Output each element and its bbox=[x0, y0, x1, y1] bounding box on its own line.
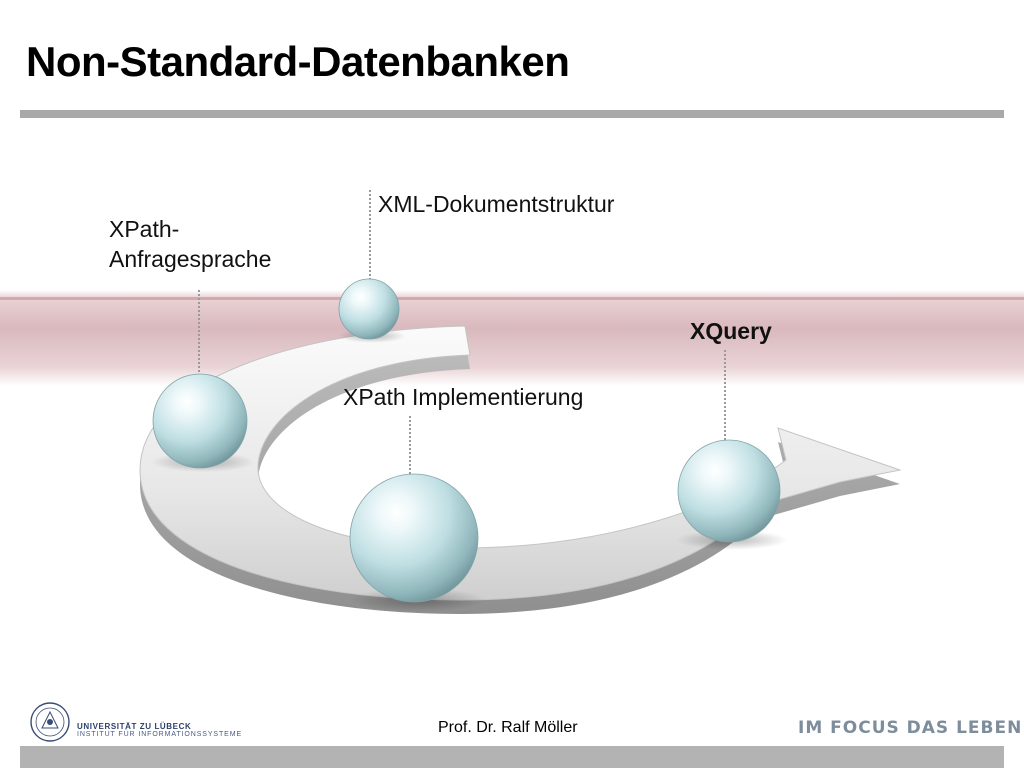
sphere-xquery bbox=[677, 439, 781, 543]
slogan: IM FOCUS DAS LEBEN bbox=[798, 718, 1023, 738]
label-xpath-implementierung: XPath Implementierung bbox=[343, 384, 584, 410]
footer-bar bbox=[20, 746, 1004, 768]
slide-title: Non-Standard-Datenbanken bbox=[26, 38, 570, 85]
label-xpath-anfragesprache: XPath- Anfragesprache bbox=[109, 216, 272, 272]
label-xml-dokumentstruktur: XML-Dokumentstruktur bbox=[378, 191, 615, 217]
institute-name: INSTITUT FÜR INFORMATIONSSYSTEME bbox=[77, 731, 243, 738]
sphere-xpath-lang bbox=[152, 373, 248, 469]
sphere-xml bbox=[338, 278, 400, 340]
background-band bbox=[0, 290, 1024, 386]
university-seal-icon bbox=[30, 702, 70, 742]
band-top-line bbox=[0, 297, 1024, 300]
university-name: UNIVERSITÄT ZU LÜBECK bbox=[77, 722, 192, 731]
author-name: Prof. Dr. Ralf Möller bbox=[438, 719, 578, 736]
label-xquery: XQuery bbox=[690, 318, 772, 344]
sphere-xpath-impl bbox=[349, 473, 479, 603]
title-divider bbox=[20, 110, 1004, 118]
